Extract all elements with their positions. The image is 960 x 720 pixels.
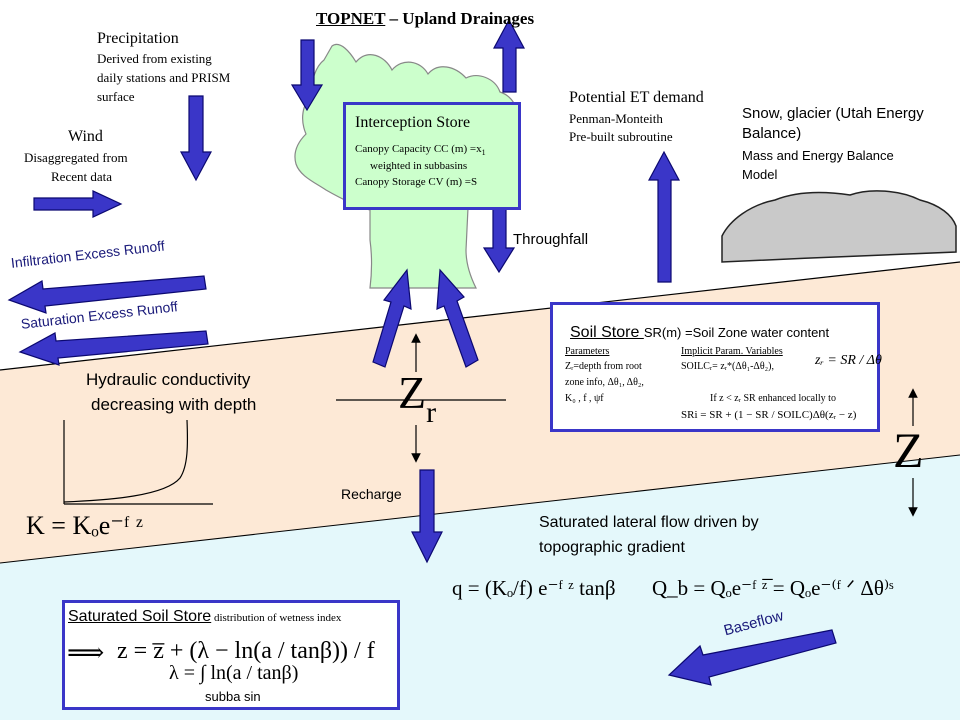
ground-surface-line — [0, 261, 960, 371]
recharge-arrow — [411, 469, 443, 564]
zr-label: Zr — [398, 367, 437, 429]
integral-subscript: subba sin — [205, 689, 261, 704]
soil-params-heading: Parameters — [565, 346, 610, 357]
precipitation-heading: Precipitation — [97, 30, 179, 47]
hydraulic-line-1: Hydraulic conductivity — [86, 370, 251, 389]
soil-formula-zr: zᵣ = SR / Δθ — [815, 353, 882, 368]
precipitation-line-1: Derived from existing — [97, 51, 212, 66]
wind-line-1: Disaggregated from — [24, 150, 128, 165]
interception-line-2: weighted in subbasins — [370, 160, 468, 172]
snow-heading-line-1: Snow, glacier (Utah Energy — [742, 105, 924, 122]
snow-line-2: Model — [742, 167, 778, 182]
wind-heading: Wind — [68, 128, 103, 145]
implies-symbol: ⟹ — [67, 638, 105, 667]
title-topnet: TOPNET — [316, 9, 386, 28]
z-depth-label: Z — [893, 422, 924, 478]
qb-formula: Q_b = Qₒe⁻ᶠ ᶻ̅ = Qₒe⁻⁽ᶠ ᐟ Δθ⁾ˢ — [652, 576, 894, 600]
soil-implicit-line-1: SOILCᵣ= zᵣ*(Δθ₁-Δθ₂), — [681, 361, 774, 372]
potential-et-arrow — [647, 150, 681, 283]
q-formula: q = (Kₒ/f) e⁻ᶠ ᶻ tanβ — [452, 576, 616, 600]
soil-implicit-heading: Implicit Param. Variables — [681, 346, 783, 357]
potential-et-heading: Potential ET demand — [569, 89, 704, 106]
infiltration-runoff-arrow — [7, 275, 207, 314]
interception-line-1: Canopy Capacity CC (m) =x1 — [355, 143, 486, 158]
snow-glacier-shape — [721, 190, 957, 263]
water-table-line — [0, 454, 960, 564]
saturated-store-box: Saturated Soil Store distribution of wet… — [62, 600, 400, 710]
saturated-store-heading: Saturated Soil Store distribution of wet… — [68, 608, 342, 625]
lateral-flow-line-2: topographic gradient — [539, 539, 685, 556]
potential-et-line-2: Pre-built subroutine — [569, 129, 673, 144]
interception-line-3: Canopy Storage CV (m) =S — [355, 176, 478, 188]
soil-store-heading: Soil Store SR(m) =Soil Zone water conten… — [570, 324, 830, 341]
soil-param-1: Zᵣ=depth from root — [565, 361, 642, 372]
page-title: TOPNET – Upland Drainages — [316, 9, 534, 29]
soil-param-2: zone info, Δθ₁, Δθ₂, — [565, 377, 644, 388]
canopy-evaporation-arrow — [492, 18, 526, 93]
snow-heading-line-2: Balance) — [742, 125, 802, 142]
saturated-formula-2: λ = ∫ ln(a / tanβ) — [169, 662, 299, 684]
recharge-label: Recharge — [341, 486, 402, 502]
interception-heading: Interception Store — [355, 114, 471, 131]
soil-store-box: Soil Store SR(m) =Soil Zone water conten… — [550, 302, 882, 432]
title-rest: – Upland Drainages — [385, 9, 535, 28]
soil-param-3: K₀ , f , ψf — [565, 393, 604, 404]
saturated-formula-1: z = z̅ + (λ − ln(a / tanβ)) / f — [117, 638, 375, 664]
wind-line-2: Recent data — [51, 169, 112, 184]
snow-line-1: Mass and Energy Balance — [742, 148, 894, 163]
k-formula: K = Kₒe⁻ᶠ ᶻ — [26, 511, 144, 540]
canopy-input-arrow — [290, 39, 324, 112]
precipitation-line-2: daily stations and PRISM — [97, 70, 231, 85]
potential-et-line-1: Penman-Monteith — [569, 111, 663, 126]
interception-store-box: Interception Store Canopy Capacity CC (m… — [343, 102, 521, 210]
lateral-flow-line-1: Saturated lateral flow driven by — [539, 514, 759, 531]
hydraulic-line-2: decreasing with depth — [91, 395, 257, 414]
throughfall-label: Throughfall — [513, 231, 589, 248]
soil-uptake-arrow-right — [436, 268, 479, 368]
soil-formula-sri: SRi = SR + (1 − SR / SOILC)Δθ(zᵣ − z) — [681, 409, 857, 421]
saturation-runoff-arrow — [18, 330, 209, 366]
baseflow-arrow — [667, 629, 837, 686]
soil-implicit-line-2: If z < zᵣ SR enhanced locally to — [710, 393, 836, 404]
k-plot-curve — [63, 419, 189, 503]
precipitation-arrow — [179, 95, 213, 182]
wind-arrow — [33, 190, 123, 218]
soil-uptake-arrow-left — [372, 268, 412, 368]
precipitation-line-3: surface — [97, 89, 135, 104]
